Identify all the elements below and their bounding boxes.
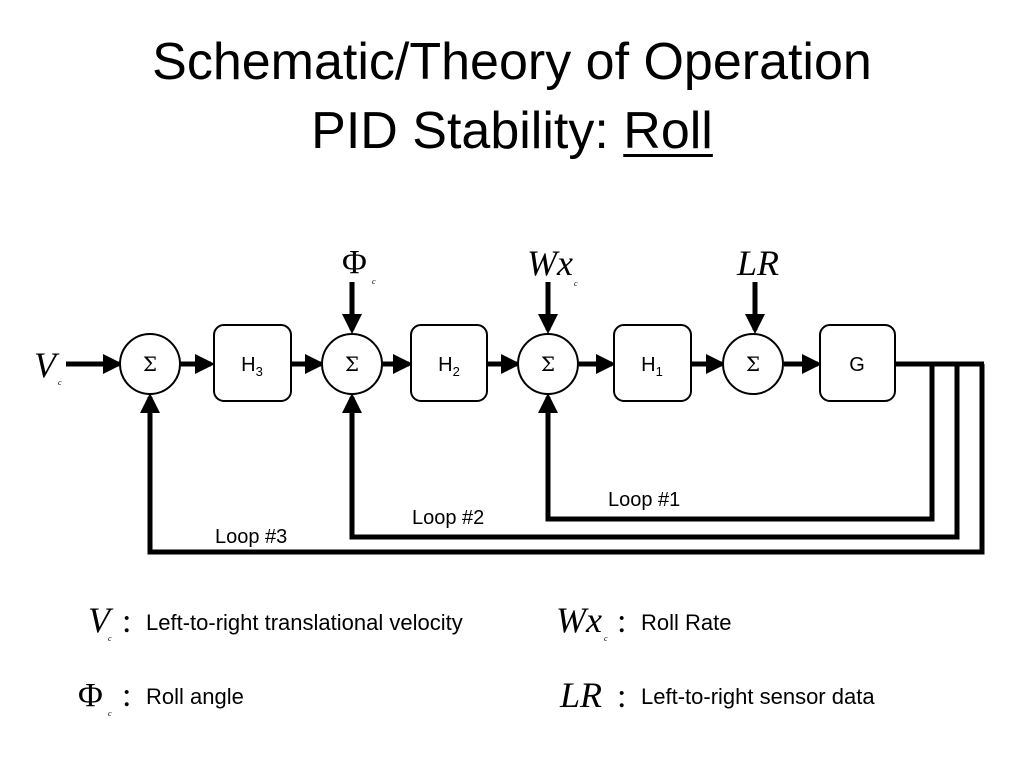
- block-g: [819, 324, 896, 402]
- legend-wx-subscript: c: [604, 634, 608, 643]
- feedback-loop-3: [140, 364, 985, 555]
- feedback-loop-1: [538, 364, 935, 522]
- sigma-symbol-4: Σ: [746, 352, 760, 376]
- legend-lr-description: Left-to-right sensor data: [641, 684, 875, 709]
- legend-v-description: Left-to-right translational velocity: [146, 610, 463, 635]
- legend-phi-colon: :: [122, 677, 131, 714]
- input-wx-subscript: c: [574, 279, 578, 288]
- block-h2-label: H2: [438, 354, 460, 379]
- block-h1: [613, 324, 692, 402]
- input-lr-symbol: LR: [736, 243, 779, 283]
- title-roll: Roll: [623, 102, 713, 160]
- legend: V c : Left-to-right translational veloci…: [78, 600, 875, 718]
- block-h3: [213, 324, 292, 402]
- legend-v-symbol: V: [88, 600, 114, 640]
- input-v-subscript: c: [58, 378, 62, 387]
- block-h1-label: H1: [641, 354, 663, 379]
- summing-junction-3: [517, 333, 579, 395]
- legend-v-colon: :: [122, 603, 131, 640]
- legend-wx-description: Roll Rate: [641, 610, 731, 635]
- slide-title-line2: PID Stability: Roll: [0, 101, 1024, 161]
- legend-wx-symbol: Wx: [556, 600, 602, 640]
- feedback-loop-2: [342, 364, 960, 540]
- summing-junction-1: [119, 333, 181, 395]
- legend-wx-colon: :: [617, 603, 626, 640]
- loop-1-label: Loop #1: [608, 489, 680, 511]
- legend-phi-symbol: Φ: [78, 677, 103, 714]
- block-h3-label: H3: [241, 354, 263, 379]
- legend-phi-description: Roll angle: [146, 684, 244, 709]
- title-prefix: PID Stability:: [311, 102, 624, 160]
- loop-2-label: Loop #2: [412, 507, 484, 529]
- input-wx-symbol: Wx: [527, 243, 573, 283]
- sigma-symbol-1: Σ: [143, 352, 157, 376]
- input-phi-symbol: Φ: [342, 244, 367, 281]
- loop-3-label: Loop #3: [215, 526, 287, 548]
- legend-v-subscript: c: [108, 634, 112, 643]
- summing-junction-2: [321, 333, 383, 395]
- legend-lr-symbol: LR: [559, 675, 602, 715]
- slide-title-line1: Schematic/Theory of Operation: [152, 33, 872, 91]
- input-phi-subscript: c: [372, 277, 376, 286]
- block-h2: [410, 324, 488, 402]
- legend-phi-subscript: c: [108, 709, 112, 718]
- summing-junction-4: [722, 333, 784, 395]
- sigma-symbol-2: Σ: [345, 352, 359, 376]
- sigma-symbol-3: Σ: [541, 352, 555, 376]
- legend-lr-colon: :: [617, 678, 626, 715]
- block-g-label: G: [849, 354, 865, 376]
- input-v-symbol: V: [34, 345, 60, 385]
